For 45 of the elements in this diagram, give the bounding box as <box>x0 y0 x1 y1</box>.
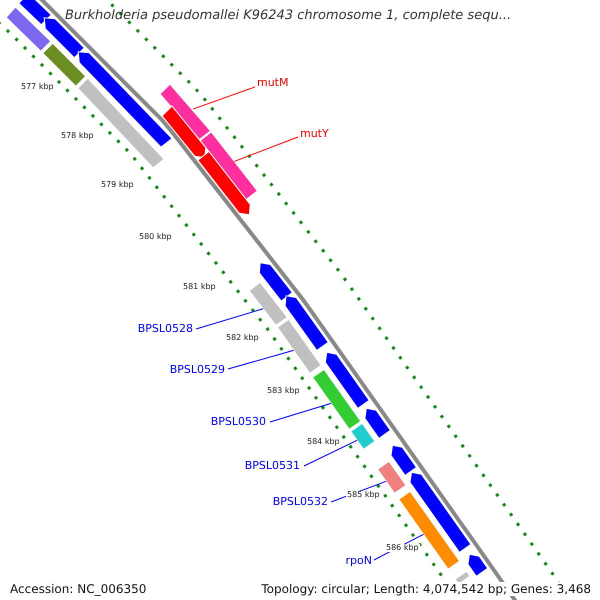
gene-bar <box>390 444 418 476</box>
gene-bar <box>258 262 293 302</box>
tick-label: 581 kbp <box>182 283 217 291</box>
gene-label: BPSL0532 <box>272 496 328 507</box>
gene-label: rpoN <box>346 555 372 566</box>
tick-label: 582 kbp <box>225 334 260 342</box>
leader-line <box>234 136 298 162</box>
gene-bar <box>248 282 288 326</box>
gene-label: mutY <box>300 128 329 139</box>
gene-label: BPSL0528 <box>138 323 193 334</box>
tick-label: 585 kbp <box>346 491 381 499</box>
gene-label: BPSL0530 <box>210 416 266 427</box>
tick-label: 584 kbp <box>306 438 341 446</box>
gene-bar <box>324 352 370 410</box>
gene-label: BPSL0529 <box>170 364 225 375</box>
gene-bar <box>284 295 329 352</box>
leader-line <box>196 308 264 330</box>
gene-bar <box>159 83 212 140</box>
accession-text: Accession: NC_006350 <box>9 582 148 596</box>
gene-bar <box>276 318 322 374</box>
tick-label: 586 kbp <box>385 544 420 552</box>
leader-line <box>304 440 358 466</box>
gene-bar <box>77 78 165 168</box>
gene-bar <box>350 422 376 450</box>
gene-bar <box>364 408 392 440</box>
gene-bar <box>197 150 251 216</box>
tick-label: 578 kbp <box>60 132 95 140</box>
gene-bar <box>200 131 258 200</box>
tick-label: 577 kbp <box>20 83 55 91</box>
tick-label: 579 kbp <box>100 181 135 189</box>
gene-bar <box>467 554 488 577</box>
leader-line <box>192 86 256 110</box>
gene-label: BPSL0531 <box>244 460 300 471</box>
gene-label: mutM <box>257 77 288 88</box>
leader-line <box>228 350 294 370</box>
gene-bar <box>312 368 362 430</box>
gene-bar <box>18 0 52 26</box>
tick-label: 580 kbp <box>138 233 173 241</box>
leader-line <box>270 402 332 422</box>
gene-bar <box>78 51 173 148</box>
map-title: Burkholderia pseudomallei K96243 chromosome 1, complete sequ... <box>65 9 512 22</box>
gene-bar <box>161 105 206 158</box>
tick-label: 583 kbp <box>266 387 301 395</box>
gene-bar <box>454 570 471 585</box>
gene-bar <box>5 6 52 52</box>
